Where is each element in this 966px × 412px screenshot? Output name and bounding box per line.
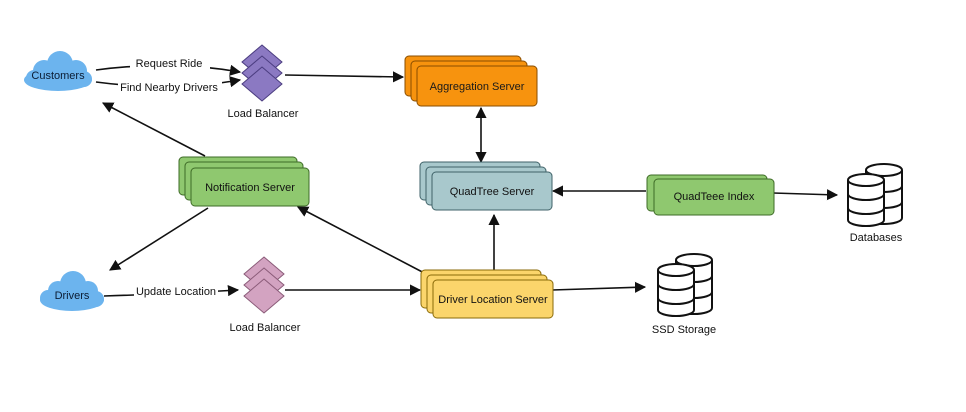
databases-node: Databases [847,163,903,244]
load-balancer-icon [243,256,285,314]
driver-location-server-label: Driver Location Server [438,294,548,306]
drivers-node: Drivers [40,271,104,311]
database-icon [847,163,903,227]
databases-label: Databases [850,232,903,244]
edge-notification-to-drivers [109,207,209,271]
notification-server-label: Notification Server [205,182,295,194]
ssd-storage-label: SSD Storage [652,324,716,336]
quadtree-server-label: QuadTree Server [450,186,535,198]
edges [95,64,839,297]
edge-quadtree-index-to-databases [772,189,839,201]
quadtree-index-node: QuadTeee Index [646,174,775,216]
database-icon [657,253,713,317]
quadtree-index-label: QuadTeee Index [674,191,755,203]
ssd-storage-node: SSD Storage [652,253,716,336]
edge-lb-to-aggregation [284,71,405,83]
cloud-icon [24,51,92,91]
edge-label-update-location: Update Location [136,286,216,298]
aggregation-server-label: Aggregation Server [430,81,525,93]
load-balancer-bottom-label: Load Balancer [230,322,301,334]
edge-driver-location-to-notification [297,206,431,277]
load-balancer-icon [241,44,283,102]
notification-server-node: Notification Server [178,156,310,207]
edge-driver-location-to-ssd [551,281,647,293]
edge-label-find-nearby-drivers: Find Nearby Drivers [120,82,218,94]
aggregation-server-node: Aggregation Server [404,55,538,107]
load-balancer-bottom-node: Load Balancer [230,256,301,334]
drivers-label: Drivers [55,290,90,302]
cloud-icon [40,271,104,311]
edge-notification-to-customers [102,102,206,157]
customers-node: Customers [24,51,92,91]
customers-label: Customers [31,70,85,82]
load-balancer-top-node: Load Balancer [228,44,299,120]
quadtree-server-node: QuadTree Server [419,161,553,211]
load-balancer-top-label: Load Balancer [228,108,299,120]
driver-location-server-node: Driver Location Server [420,269,554,319]
edge-label-request-ride: Request Ride [136,58,203,70]
